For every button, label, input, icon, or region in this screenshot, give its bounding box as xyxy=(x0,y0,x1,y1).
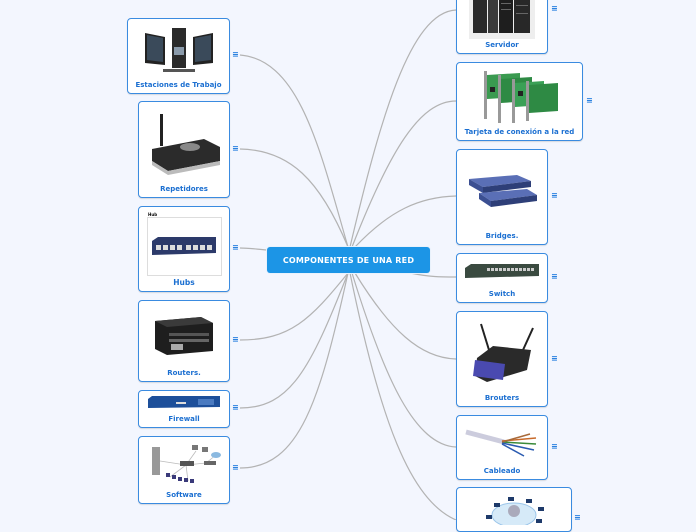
note-icon[interactable]: ≡ xyxy=(574,513,581,522)
hub-image xyxy=(139,207,229,278)
link-tarjeta xyxy=(351,100,457,248)
node-software[interactable]: Software xyxy=(138,436,230,504)
link-bridges xyxy=(354,195,457,248)
links-layer xyxy=(239,9,457,520)
workstation-image xyxy=(128,19,229,81)
node-label: Repetidores xyxy=(160,185,208,193)
node-label: Routers. xyxy=(167,369,201,377)
node-label: Firewall xyxy=(168,415,200,423)
node-routers[interactable]: Routers. xyxy=(138,300,230,382)
note-icon[interactable]: ≡ xyxy=(232,144,239,153)
brouter-image xyxy=(457,312,547,394)
node-estaciones-de-trabajo[interactable]: Estaciones de Trabajo xyxy=(127,18,230,94)
node-label: Software xyxy=(166,491,202,499)
note-icon[interactable]: ≡ xyxy=(551,354,558,363)
link-cableado xyxy=(351,272,457,448)
note-icon[interactable]: ≡ xyxy=(551,272,558,281)
note-icon[interactable]: ≡ xyxy=(551,191,558,200)
router-image xyxy=(139,301,229,369)
switch-image xyxy=(457,254,547,290)
node-label: Hubs xyxy=(173,278,195,287)
node-label: Cableado xyxy=(483,467,521,475)
node-label: Servidor xyxy=(485,41,519,49)
node-label: Estaciones de Trabajo xyxy=(135,81,222,89)
node-label: Tarjeta de conexión a la red xyxy=(464,128,575,136)
cloud-network-image xyxy=(457,488,571,527)
link-cloud xyxy=(349,272,457,520)
node-tarjeta-de-conexion[interactable]: Tarjeta de conexión a la red xyxy=(456,62,583,141)
node-firewall[interactable]: Firewall xyxy=(138,390,230,428)
link-firewall xyxy=(239,272,349,409)
node-brouters[interactable]: Brouters xyxy=(456,311,548,407)
central-topic[interactable]: COMPONENTES DE UNA RED xyxy=(267,247,430,273)
node-cableado[interactable]: Cableado xyxy=(456,415,548,480)
node-bridges[interactable]: Bridges. xyxy=(456,149,548,245)
node-label: Switch xyxy=(488,290,516,298)
central-topic-label: COMPONENTES DE UNA RED xyxy=(282,255,415,265)
hub-image-caption: Hub xyxy=(148,212,158,217)
network-card-image xyxy=(457,63,582,128)
note-icon[interactable]: ≡ xyxy=(551,4,558,13)
link-switch xyxy=(409,272,457,278)
note-icon[interactable]: ≡ xyxy=(586,96,593,105)
link-servidor xyxy=(349,9,457,248)
note-icon[interactable]: ≡ xyxy=(232,50,239,59)
note-icon[interactable]: ≡ xyxy=(551,442,558,451)
repeater-image xyxy=(139,102,229,185)
note-icon[interactable]: ≡ xyxy=(232,463,239,472)
link-brouters xyxy=(354,272,457,360)
link-repetidores xyxy=(239,148,349,248)
node-label: Brouters xyxy=(484,394,520,402)
node-label: Bridges. xyxy=(485,232,519,240)
note-icon[interactable]: ≡ xyxy=(232,403,239,412)
mind-map-canvas: COMPONENTES DE UNA RED Estaciones de Tra… xyxy=(127,0,593,532)
note-icon[interactable]: ≡ xyxy=(232,335,239,344)
bridge-image xyxy=(457,150,547,232)
node-switch[interactable]: Switch xyxy=(456,253,548,303)
link-software xyxy=(239,272,349,469)
node-hubs[interactable]: Hub Hubs xyxy=(138,206,230,292)
network-software-image xyxy=(139,437,229,491)
node-repetidores[interactable]: Repetidores xyxy=(138,101,230,198)
link-routers xyxy=(239,272,349,341)
link-hubs xyxy=(239,247,268,251)
node-servidor[interactable]: Servidor xyxy=(456,0,548,54)
server-image xyxy=(457,0,547,41)
link-estaciones xyxy=(239,54,349,248)
cable-image xyxy=(457,416,547,467)
note-icon[interactable]: ≡ xyxy=(232,243,239,252)
node-cloud-network[interactable] xyxy=(456,487,572,532)
firewall-image xyxy=(139,391,229,415)
